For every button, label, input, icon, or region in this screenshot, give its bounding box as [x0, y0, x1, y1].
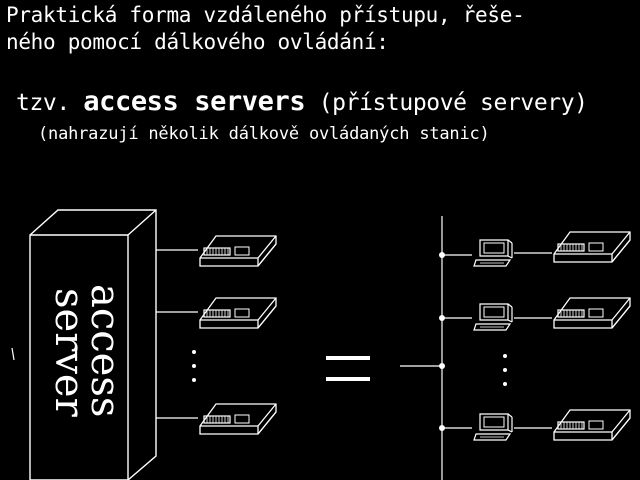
- slide-subtitle: tzv. access servers (přístupové servery): [16, 86, 588, 117]
- modem-icon: [553, 297, 631, 329]
- uplink-line: [11, 347, 15, 361]
- modem-icon: [199, 235, 277, 267]
- terminal-icon: [473, 239, 513, 267]
- server-modem-links: [156, 249, 198, 419]
- subtitle-term: access servers: [83, 86, 306, 117]
- equals-sign: [326, 356, 370, 381]
- slide-note: (nahrazují několik dálkově ovládaných st…: [38, 124, 490, 144]
- modem-icon: [199, 403, 277, 435]
- modem-icon: [553, 409, 631, 441]
- server-label-access: access: [82, 284, 128, 417]
- modem-icon: [553, 231, 631, 263]
- network-bus: [400, 216, 552, 480]
- subtitle-prefix: tzv.: [16, 90, 70, 116]
- subtitle-gloss: (přístupové servery): [318, 90, 588, 116]
- modem-icon: [199, 297, 277, 329]
- terminal-icon: [473, 413, 513, 441]
- ellipsis-dots-right: [503, 354, 507, 386]
- slide-title: Praktická forma vzdáleného přístupu, řeš…: [6, 3, 525, 54]
- ellipsis-dots-left: [192, 350, 196, 382]
- terminal-icon: [473, 303, 513, 331]
- server-label-server: server: [46, 288, 92, 418]
- access-server-box: access server: [29, 209, 157, 480]
